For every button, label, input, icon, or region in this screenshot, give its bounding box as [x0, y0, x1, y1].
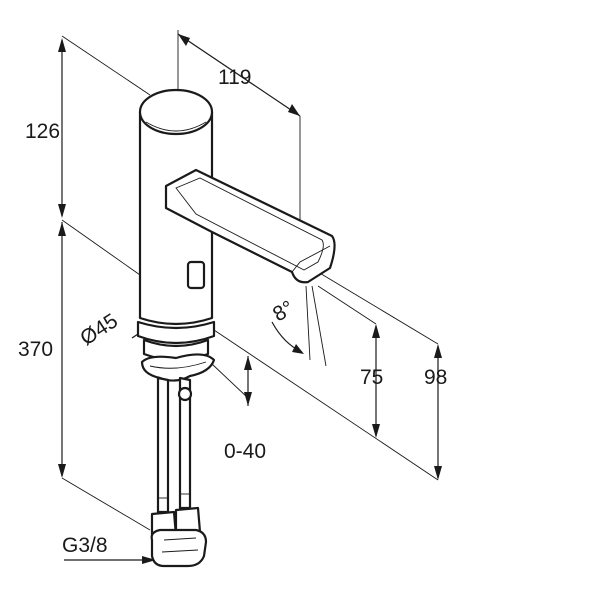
connection-nut	[150, 528, 208, 568]
mounting-clamp-edge	[149, 361, 207, 369]
faucet-spout-edge	[291, 245, 331, 273]
faucet-spout	[164, 168, 336, 284]
dim-126-arrow-bottom	[58, 204, 66, 218]
label-angle: 8°	[269, 296, 298, 326]
dimension-labels: 126 119 370 Ø45 8° 75 98 0-40 G3/8	[18, 66, 447, 557]
ext-top-left	[61, 35, 151, 96]
faucet-top-cap	[138, 88, 214, 136]
dim-98-arrow-bottom	[434, 466, 442, 480]
label-diameter: Ø45	[76, 309, 122, 350]
label-height-total: 370	[18, 338, 53, 361]
dim-75-arrow-top	[372, 324, 380, 338]
dim-370-arrow-top	[58, 222, 66, 236]
dim-adjust-arrow-bottom	[244, 392, 252, 406]
label-connection: G3/8	[62, 534, 108, 557]
ext-angle-a	[305, 285, 311, 361]
label-spout-height: 75	[360, 366, 383, 389]
label-height-top: 126	[25, 120, 60, 143]
faucet-cap-rim	[145, 121, 207, 132]
dim-adjust-arrow-top	[244, 356, 252, 370]
label-spout-reach: 119	[218, 66, 251, 89]
ext-bottom-left	[61, 477, 151, 531]
dim-119-line	[177, 33, 301, 117]
dim-angle-arrow	[292, 344, 304, 354]
ext-spout-right	[317, 271, 439, 345]
dim-119-arrow-left	[178, 34, 190, 46]
ext-outlet-right	[317, 285, 377, 325]
dim-119-arrow-right	[288, 104, 300, 116]
faucet	[136, 88, 336, 568]
label-outlet-height: 98	[424, 366, 447, 389]
dim-75-arrow-bottom	[372, 424, 380, 438]
ext-base-right	[213, 329, 439, 481]
ext-adjust	[211, 363, 249, 399]
sensor-window	[186, 260, 206, 290]
dim-connection-arrow	[142, 556, 156, 564]
hose-left	[156, 376, 170, 514]
dimension-lines	[58, 33, 442, 564]
connection-nut-facets	[161, 537, 199, 553]
dim-98-arrow-top	[434, 344, 442, 358]
ext-mid-left	[61, 219, 151, 283]
label-adjust-range: 0-40	[224, 440, 266, 463]
ext-angle-b	[311, 285, 327, 367]
base-ring-upper	[136, 320, 216, 345]
extension-lines	[61, 30, 439, 531]
hose-fitting-top	[177, 386, 193, 402]
dim-126-arrow-top	[58, 38, 66, 52]
dim-370-arrow-bottom	[58, 464, 66, 478]
